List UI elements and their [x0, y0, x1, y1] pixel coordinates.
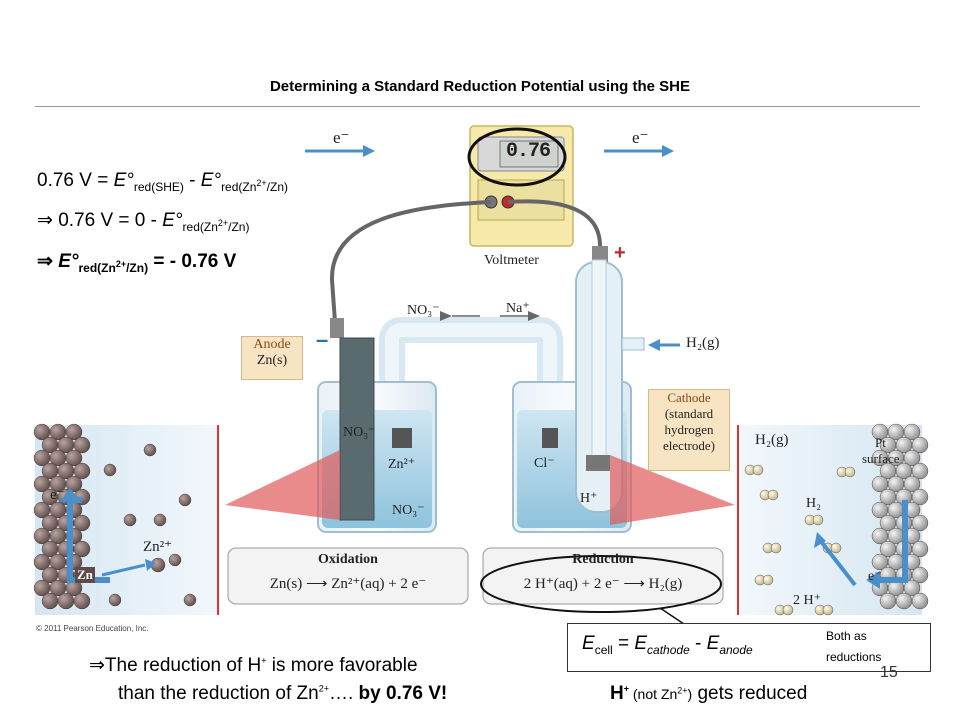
- page-number: 15: [880, 664, 898, 681]
- h2-molecules: [744, 464, 856, 616]
- zoom-h2-label: H₂: [806, 496, 821, 511]
- reduction-highlight-ellipse: [480, 555, 722, 613]
- electron-label-left: e⁻: [333, 128, 350, 147]
- hplus-to-h2-arrow: [814, 532, 857, 587]
- chloride-cube: [542, 428, 558, 448]
- cathode-callout: Cathode (standard hydrogen electrode): [648, 389, 730, 471]
- bridge-na-label: Na⁺: [506, 301, 530, 316]
- cathode-line-3: hydrogen: [664, 422, 714, 437]
- reductions-line: reductions: [826, 650, 882, 664]
- slide-title: Determining a Standard Reduction Potenti…: [269, 78, 691, 95]
- pt-label: Pt: [875, 435, 886, 450]
- anode-clip: [330, 318, 344, 338]
- electron-label-right: e⁻: [632, 128, 649, 147]
- beaker-no3-label: NO₃⁻: [343, 425, 376, 440]
- ecell-equation: Ecell = Ecathode - Eanode: [582, 633, 753, 657]
- voltmeter-label: Voltmeter: [484, 253, 539, 268]
- reduction-box: [482, 547, 724, 605]
- zoom-2hplus-label: 2 H⁺: [793, 593, 821, 608]
- reduction-title: Reduction: [572, 552, 634, 567]
- beaker-cl-label: Cl⁻: [534, 456, 555, 471]
- zoom-zn2-label: Zn²⁺: [143, 539, 173, 555]
- positive-terminal-sign: +: [614, 242, 626, 264]
- beaker-no3-label-2: NO₃⁻: [392, 503, 425, 518]
- oxidation-equation: Zn(s) ⟶ Zn²⁺(aq) + 2 e⁻: [269, 576, 427, 592]
- h2-gas-label: H₂(g): [686, 335, 720, 351]
- equation-line-2: ⇒ 0.76 V = 0 - E°red(Zn2+/Zn): [37, 210, 250, 234]
- copyright-notice: © 2011 Pearson Education, Inc.: [36, 624, 149, 633]
- voltmeter-highlight-ellipse: [467, 127, 567, 187]
- electron-arrow-right: [604, 145, 674, 157]
- conclusion-line-2: than the reduction of Zn2+…. by 0.76 V!: [118, 683, 448, 704]
- zinc-atom-lattice: [33, 423, 197, 610]
- oxidation-box: [227, 547, 469, 605]
- right-zoom-wedge: [610, 455, 735, 525]
- anode-wire: [329, 200, 492, 323]
- cathode-wire: [507, 199, 602, 247]
- negative-terminal-sign: –: [316, 327, 329, 352]
- both-as-reductions-note: Both as reductions: [826, 626, 881, 668]
- anode-callout: Anode Zn(s): [241, 336, 303, 380]
- right-electron-arrow: [866, 500, 908, 589]
- cathode-line-2: (standard: [664, 406, 714, 421]
- reduction-equation: 2 H⁺(aq) + 2 e⁻ ⟶ H₂(g): [523, 576, 683, 592]
- cathode-clip: [592, 246, 608, 262]
- title-divider: [35, 106, 920, 107]
- electron-arrow-left: [305, 145, 375, 157]
- beaker-hplus-label: H⁺: [580, 491, 598, 506]
- anode-label: Anode: [253, 337, 291, 352]
- zinc-ion-cube: [392, 428, 412, 448]
- oxidation-title: Oxidation: [318, 552, 378, 567]
- surface-label: surface: [862, 451, 900, 466]
- hydrogen-electrode-tube: [575, 259, 645, 513]
- ecell-box: [567, 623, 931, 672]
- zoom-electron-left: e⁻: [50, 487, 65, 503]
- voltmeter-reading: 0.76: [506, 140, 551, 163]
- bridge-no3-label: NO₃⁻: [407, 303, 440, 318]
- beaker-zn2-label: Zn²⁺: [388, 457, 416, 472]
- zn-atom-label: Zn: [75, 567, 95, 583]
- cathode-label: Cathode: [667, 390, 711, 405]
- hplus-gets-reduced-note: H+ (not Zn2+) gets reduced: [610, 683, 808, 704]
- both-as-line: Both as: [826, 629, 867, 643]
- h2-gas-arrow: [648, 339, 680, 351]
- no3-flow-arrow: [440, 311, 452, 321]
- zoom-electron-right: e⁻: [868, 569, 882, 584]
- zinc-electrode: [339, 337, 375, 521]
- equation-line-3: ⇒ E°red(Zn2+/Zn) = - 0.76 V: [37, 251, 237, 275]
- equation-line-1: 0.76 V = E°red(SHE) - E°red(Zn2+/Zn): [37, 170, 289, 194]
- anode-zn-s-label: Zn(s): [256, 353, 288, 368]
- zn-to-zn2-arrow: [101, 559, 156, 577]
- conclusion-line-1: ⇒The reduction of H+ is more favorable: [89, 655, 418, 676]
- cathode-line-4: electrode): [663, 438, 715, 453]
- left-zoom-wedge: [225, 450, 340, 520]
- zoom-h2g-label: H₂(g): [755, 432, 789, 448]
